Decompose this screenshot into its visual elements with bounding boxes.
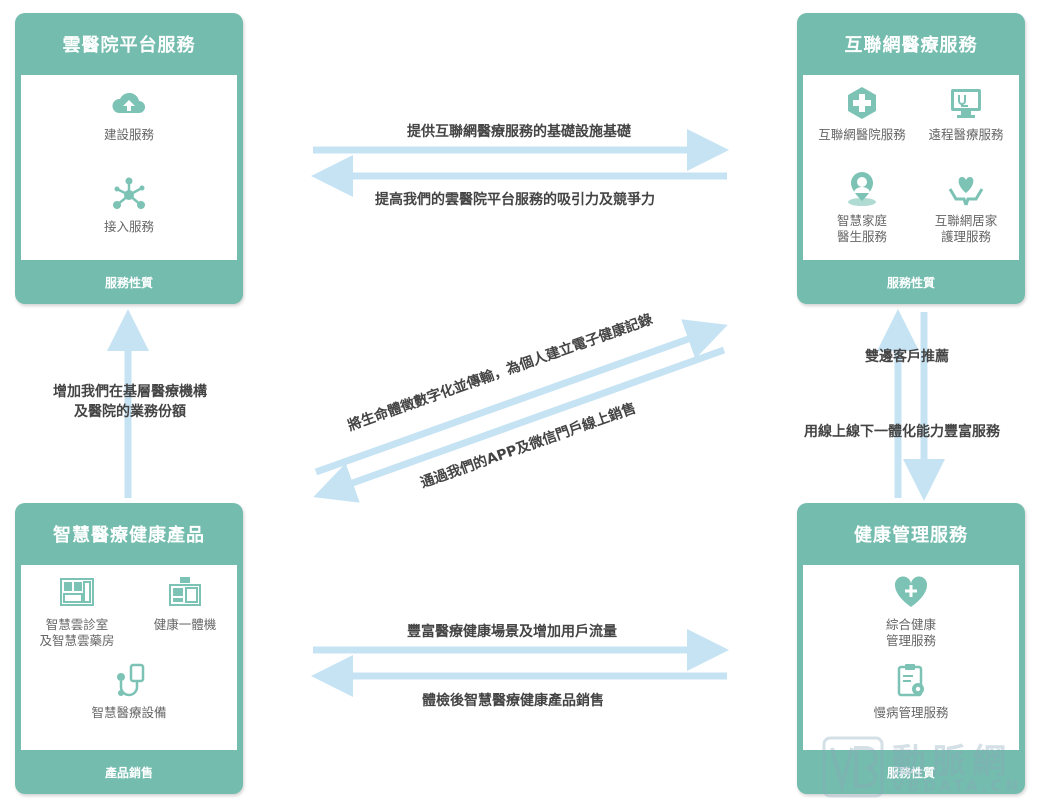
smart-clinic-icon [60,578,94,606]
service-item-integrated-health: 綜合健康 管理服務 [803,573,1019,649]
product-item-smart-device: 智慧醫療設備 [21,661,237,721]
stethoscope-icon [117,663,145,697]
item-label: 健康一體機 [153,617,217,632]
item-label: 遠程醫療服務 [928,127,1004,142]
watermark-brand: 動脈網 [892,742,1012,782]
item-label: 智慧家庭 醫生服務 [836,213,887,244]
flow-label-right-down: 用線上線下一體化能力豐富服務 [804,424,1000,440]
box-footer: 服務性質 [886,765,935,780]
box-title: 雲醫院平台服務 [62,35,196,56]
item-label: 建設服務 [103,127,154,142]
item-label: 智慧醫療設備 [91,705,167,720]
product-item-health-kiosk: 健康一體機 [133,573,237,633]
box-title: 互聯網醫療服務 [844,35,978,56]
arrow-diagonal-down [313,346,726,503]
item-label: 接入服務 [103,219,154,234]
flow-label-bottom-left: 體檢後智慧醫療健康產品銷售 [422,693,604,709]
network-hub-icon [113,177,145,209]
box-footer: 服務性質 [104,275,153,290]
box-content: 互聯網醫院服務 遠程醫療服務 智慧家庭 醫生服務 [803,75,1019,260]
heart-plus-icon [894,576,928,607]
service-item-home-nursing: 互聯網居家 護理服務 [913,169,1019,245]
item-label: 智慧雲診室 及智慧雲藥房 [39,617,115,648]
watermark-logo: 動脈網 VBDATA.CN [822,732,1032,800]
box-footer: 產品銷售 [104,765,153,780]
flow-label-top-right: 提供互聯網醫療服務的基礎設施基礎 [407,124,631,140]
medical-cross-icon [848,87,876,119]
smart-products-box: 智慧醫療健康產品 智慧雲診室 及智慧雲藥房 健康一體機 [15,503,243,794]
box-content: 智慧雲診室 及智慧雲藥房 健康一體機 智慧醫療設備 [21,565,237,750]
clipboard-gear-icon [897,664,924,697]
service-item-access: 接入服務 [21,175,237,235]
service-item-construction: 建設服務 [21,83,237,143]
arrow-diagonal-up [314,319,728,476]
item-label: 互聯網醫院服務 [818,127,906,142]
health-kiosk-icon [169,577,201,606]
internet-medical-box: 互聯網醫療服務 互聯網醫院服務 遠程醫療服務 [797,13,1025,304]
box-footer: 服務性質 [886,275,935,290]
service-item-internet-hospital: 互聯網醫院服務 [803,83,921,143]
watermark-site: VBDATA.CN [892,776,1022,795]
telemedicine-monitor-icon [951,89,981,118]
heart-hands-icon [948,177,984,206]
health-management-box: 健康管理服務 綜合健康 管理服務 慢病管理服務 服務性質 [797,503,1025,794]
cloud-hospital-box: 雲醫院平台服務 建設服務 接入服務 [15,13,243,304]
service-item-telemedicine: 遠程醫療服務 [913,83,1019,143]
service-item-chronic-disease: 慢病管理服務 [803,661,1019,721]
item-label: 互聯網居家 護理服務 [934,213,998,244]
doctor-location-icon [848,172,876,206]
item-label: 綜合健康 管理服務 [885,617,936,648]
box-title: 健康管理服務 [854,525,968,546]
box-title: 智慧醫療健康產品 [53,525,205,546]
vb-logo-icon [822,736,884,798]
box-content: 綜合健康 管理服務 慢病管理服務 [803,565,1019,750]
flow-label-right-up: 雙邊客戶推薦 [865,349,949,365]
item-label: 慢病管理服務 [873,705,949,720]
cloud-upload-icon [112,92,145,113]
flow-label-top-left: 提高我們的雲醫院平台服務的吸引力及競爭力 [375,192,655,208]
flow-label-left-up: 增加我們在基層醫療機構 及醫院的業務份額 [53,384,207,420]
product-item-smart-clinic: 智慧雲診室 及智慧雲藥房 [21,573,133,649]
flow-label-bottom-right: 豐富醫療健康場景及增加用戶流量 [407,624,617,640]
box-content: 建設服務 接入服務 [21,75,237,260]
service-item-family-doctor: 智慧家庭 醫生服務 [803,169,921,245]
